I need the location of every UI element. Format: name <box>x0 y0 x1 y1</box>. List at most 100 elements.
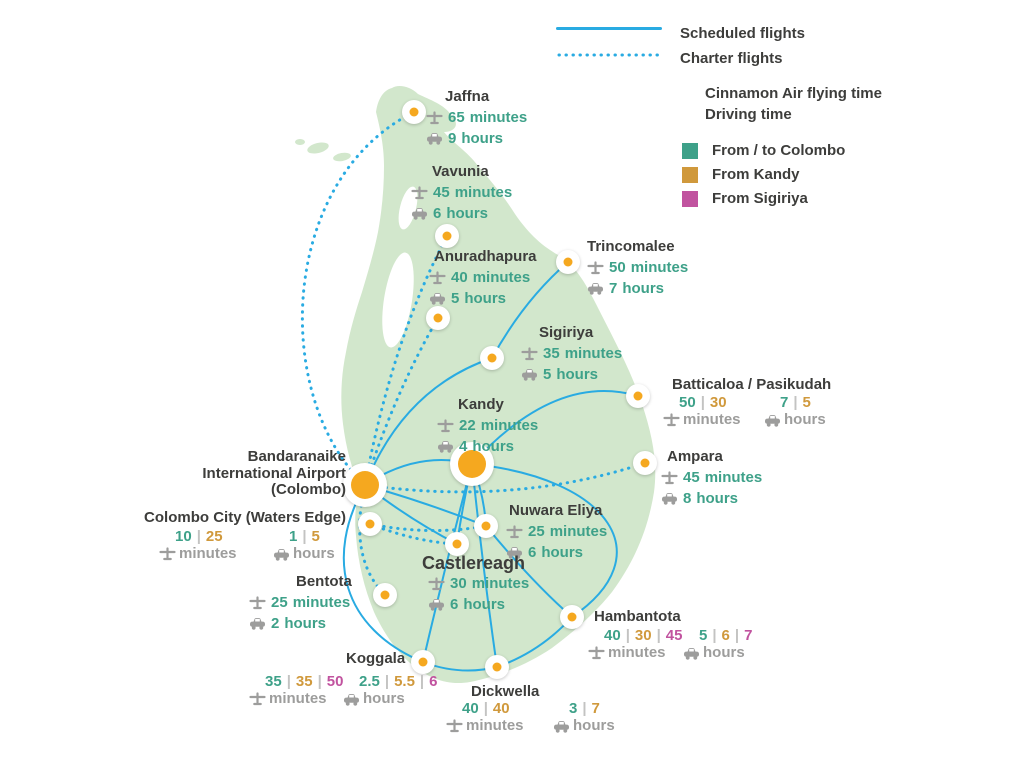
colombo-color-swatch <box>682 142 698 159</box>
separator: | <box>734 627 740 644</box>
legend-charter-label: Charter flights <box>680 50 783 67</box>
map-node-dot-hambantota <box>567 612 577 622</box>
fly-time-unit: minutes <box>454 183 513 201</box>
drive-time-values: 5|6|7 <box>699 628 752 644</box>
dest-name-ampara: Ampara <box>667 448 723 465</box>
separator: | <box>317 673 322 690</box>
fly-time-values: 10|25 <box>175 529 237 545</box>
drive-time-unit: hours <box>622 279 665 297</box>
map-node-dot-vavunia <box>442 231 452 241</box>
charter-city-nuwara-eliya <box>368 522 488 533</box>
plane-icon <box>521 346 543 361</box>
fly-time-value: 40 <box>462 700 479 717</box>
drive-time-value: 5 <box>802 394 811 411</box>
drive-time-unit: hours <box>696 489 739 507</box>
separator: | <box>384 673 390 690</box>
fly-time-unit: minutes <box>469 108 528 126</box>
car-icon <box>521 368 543 381</box>
island-group <box>295 86 656 684</box>
drive-time-value: 5.5 <box>394 673 415 690</box>
map-node-dot-sigiriya <box>487 353 497 363</box>
car-icon <box>429 292 451 305</box>
dest-name-castlereagh: Castlereagh <box>422 553 526 573</box>
fly-unit-word: minutes <box>179 545 237 562</box>
plane-icon <box>249 692 269 706</box>
fly-time-value: 45 <box>433 183 450 201</box>
lagoon <box>398 186 418 230</box>
drive-unit-word: hours <box>363 690 405 707</box>
fly-time-unit: minutes <box>446 718 524 734</box>
route-colombo-koggala <box>342 484 424 663</box>
drive-time-value: 4 <box>459 437 468 455</box>
map-node-dot-bandaranaike <box>351 471 379 499</box>
plane-icon <box>159 547 179 561</box>
drive-unit-word: hours <box>573 717 615 734</box>
map-node-dot-castlereagh <box>452 539 462 549</box>
fly-time-unit: minutes <box>663 412 741 428</box>
fly-unit-word: minutes <box>683 411 741 428</box>
map-node-dot-kandy <box>458 450 486 478</box>
fly-time-unit: minutes <box>159 546 237 562</box>
fly-time-value: 25 <box>205 528 223 545</box>
route-kandy-batticaloa <box>471 390 639 465</box>
map-node-dot-nuwara-eliya <box>481 521 491 531</box>
plane-icon <box>411 185 433 200</box>
car-icon <box>249 617 271 630</box>
car-icon <box>764 414 784 427</box>
kandy-color-swatch <box>682 166 698 183</box>
plane-icon <box>426 110 448 125</box>
drive-unit-word: hours <box>293 545 335 562</box>
fly-time-values: 40|30|45 <box>604 628 682 644</box>
drive-time-value: 8 <box>683 489 692 507</box>
drive-time-value: 6 <box>433 204 442 222</box>
drive-time-value: 2 <box>271 614 280 632</box>
legend-origin-colombo: From / to Colombo <box>682 142 845 159</box>
map-node-dot-jaffna <box>409 107 419 117</box>
plane-icon <box>588 646 608 660</box>
car-icon <box>411 207 433 220</box>
separator: | <box>656 627 661 644</box>
fly-time-value: 40 <box>492 700 510 717</box>
fly-time-value: 35 <box>543 344 560 362</box>
drive-time-unit: hours <box>553 718 615 734</box>
route-sigiriya-trincomalee <box>491 261 569 359</box>
fly-time-value: 25 <box>528 522 545 540</box>
drive-time-value: 5 <box>543 365 552 383</box>
plane-icon <box>506 524 528 539</box>
dest-name-colombo-city: Colombo City (Waters Edge) <box>144 509 346 526</box>
fly-time-unit: minutes <box>471 574 530 592</box>
dest-name-jaffna: Jaffna <box>445 88 490 105</box>
map-node-dot-batticaloa <box>633 391 643 401</box>
separator: | <box>196 528 201 545</box>
drive-unit-word: hours <box>703 644 745 661</box>
drive-time-unit: hours <box>343 691 437 707</box>
separator: | <box>302 528 307 545</box>
separator: | <box>700 394 705 411</box>
islet <box>307 142 329 154</box>
car-icon <box>661 492 683 505</box>
charter-colombo-vavunia <box>363 234 449 487</box>
drive-time-value: 6 <box>450 595 459 613</box>
car-icon <box>683 647 703 660</box>
fly-unit-word: minutes <box>466 717 524 734</box>
separator: | <box>286 673 291 690</box>
legend-flying-time: Cinnamon Air flying time <box>705 85 882 102</box>
map-node-dot-anuradhapura <box>433 313 443 323</box>
fly-unit-word: minutes <box>269 690 327 707</box>
fly-time-value: 10 <box>175 528 192 545</box>
